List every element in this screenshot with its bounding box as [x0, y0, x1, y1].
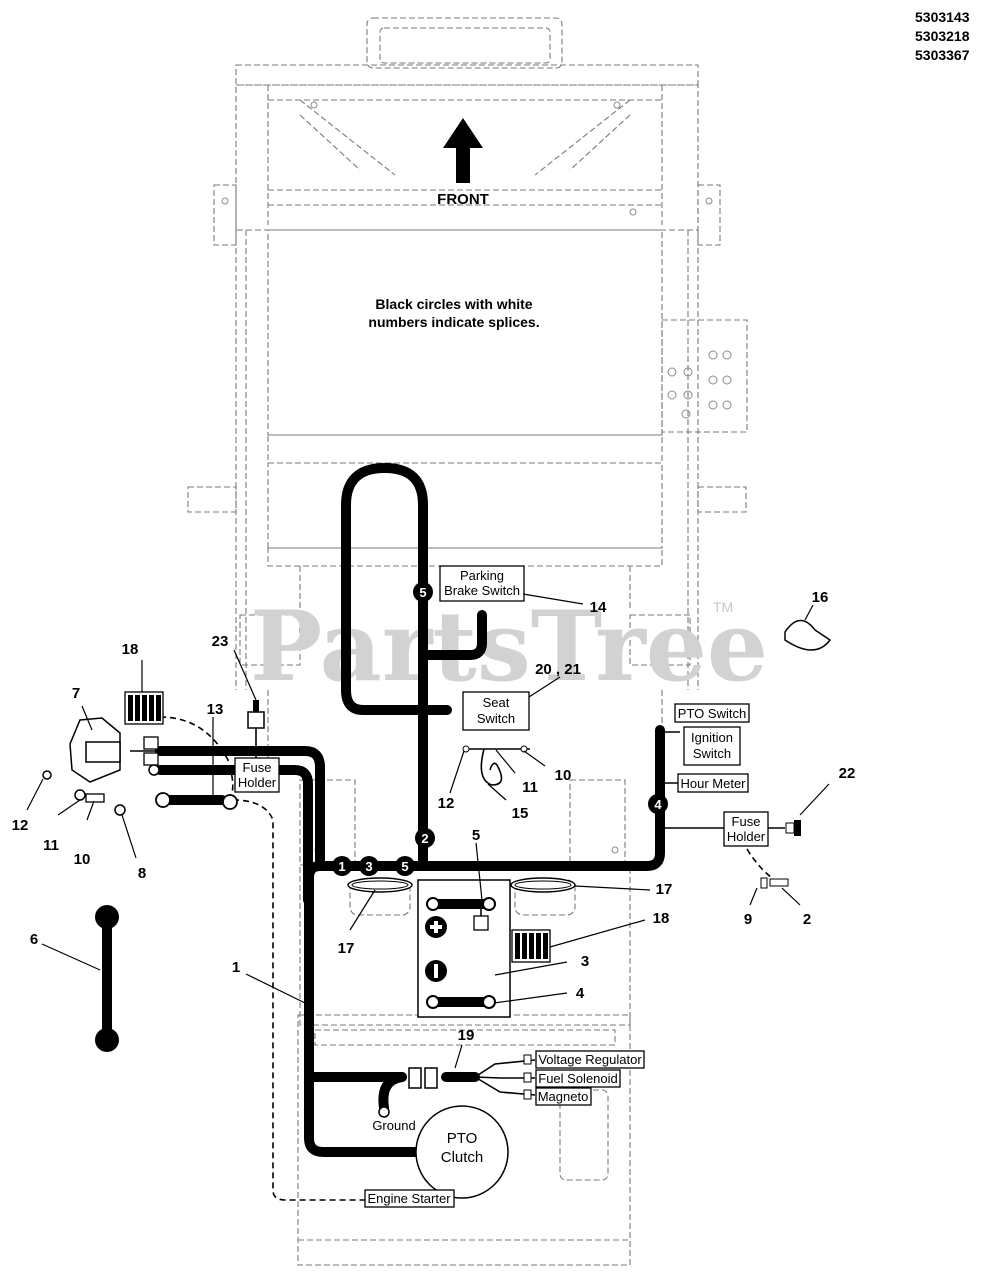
callout-12a: 12	[12, 817, 29, 834]
callout-8: 8	[138, 865, 146, 882]
callout-12b: 12	[438, 795, 455, 812]
watermark: PartsTree	[250, 590, 768, 703]
callout-18a: 18	[122, 641, 139, 658]
splice-1: 1	[332, 856, 352, 876]
parking-brake-switch-label: Parking Brake Switch	[439, 565, 525, 602]
svg-text:PTO Switch: PTO Switch	[678, 706, 746, 721]
svg-text:3: 3	[365, 859, 372, 874]
fuse-holder-left-label: Fuse Holder	[234, 757, 280, 793]
svg-text:Seat: Seat	[483, 695, 510, 710]
splice-4: 4	[648, 794, 668, 814]
splice-markers: 5 2 4 1 3 5	[332, 582, 668, 876]
fuse-holder-right-label: Fuse Holder	[723, 811, 769, 847]
svg-text:5: 5	[401, 859, 408, 874]
callout-22: 22	[839, 765, 856, 782]
svg-text:2: 2	[421, 831, 428, 846]
svg-text:Fuse: Fuse	[732, 814, 761, 829]
part-number-1: 5303143	[915, 9, 970, 25]
terminal-block-18a	[124, 691, 164, 725]
front-label: FRONT	[437, 191, 489, 208]
callout-2: 2	[803, 911, 811, 928]
part-number-2: 5303218	[915, 28, 970, 44]
splice-5-upper: 5	[413, 582, 433, 602]
svg-text:Holder: Holder	[727, 829, 766, 844]
callout-10b: 10	[555, 767, 572, 784]
callout-10a: 10	[74, 851, 91, 868]
fuel-solenoid-label: Fuel Solenoid	[535, 1069, 621, 1088]
callout-3: 3	[581, 953, 589, 970]
watermark-tm: TM	[713, 599, 733, 615]
callout-16: 16	[812, 589, 829, 606]
callout-6: 6	[30, 931, 38, 948]
cable-tie-icon	[784, 619, 832, 651]
terminal-block-18b	[511, 929, 551, 963]
svg-text:Switch: Switch	[693, 746, 731, 761]
svg-text:Switch: Switch	[477, 711, 515, 726]
front-arrow-icon	[443, 118, 483, 183]
splice-3: 3	[359, 856, 379, 876]
callout-9: 9	[744, 911, 752, 928]
magneto-label: Magneto	[535, 1087, 592, 1106]
svg-text:Hour Meter: Hour Meter	[680, 776, 746, 791]
pto-clutch-line-1: PTO	[447, 1130, 478, 1147]
callout-17b: 17	[338, 940, 355, 957]
part-number-3: 5303367	[915, 47, 970, 63]
callout-7: 7	[72, 685, 80, 702]
svg-text:4: 4	[654, 797, 662, 812]
ground-label: Ground	[372, 1118, 415, 1133]
callout-18b: 18	[653, 910, 670, 927]
note-line-2: numbers indicate splices.	[368, 314, 539, 330]
callout-15: 15	[512, 805, 529, 822]
splice-2: 2	[415, 828, 435, 848]
callout-1: 1	[232, 959, 240, 976]
engine-starter-label: Engine Starter	[364, 1189, 455, 1208]
callout-leaders	[26, 593, 830, 1069]
pto-clutch-line-2: Clutch	[441, 1149, 484, 1166]
svg-text:Fuse: Fuse	[243, 760, 272, 775]
callout-23: 23	[212, 633, 229, 650]
svg-text:1: 1	[338, 859, 345, 874]
pto-switch-label: PTO Switch	[674, 703, 750, 723]
callout-14: 14	[590, 599, 607, 616]
svg-text:Brake Switch: Brake Switch	[444, 583, 520, 598]
seat-switch-label: Seat Switch	[462, 691, 530, 731]
svg-text:Voltage Regulator: Voltage Regulator	[538, 1052, 642, 1067]
callout-20-21: 20 , 21	[535, 661, 581, 678]
svg-text:5: 5	[419, 585, 426, 600]
ignition-switch-label: Ignition Switch	[683, 726, 741, 766]
callout-13: 13	[207, 701, 224, 718]
svg-text:Parking: Parking	[460, 568, 504, 583]
callout-numbers: 14 16 20 , 21 18 23 7 13 12 11 10 8 6 1 …	[12, 589, 856, 1044]
voltage-regulator-label: Voltage Regulator	[535, 1050, 645, 1069]
svg-text:Fuel Solenoid: Fuel Solenoid	[538, 1071, 618, 1086]
svg-text:Engine Starter: Engine Starter	[367, 1191, 451, 1206]
mower-frame	[187, 17, 748, 1266]
note-line-1: Black circles with white	[375, 296, 532, 312]
svg-text:Holder: Holder	[238, 775, 277, 790]
callout-19: 19	[458, 1027, 475, 1044]
pto-clutch-circle	[415, 1105, 509, 1199]
svg-text:Magneto: Magneto	[538, 1089, 589, 1104]
callout-17a: 17	[656, 881, 673, 898]
connectors	[42, 619, 832, 1118]
callout-4: 4	[576, 985, 585, 1002]
hour-meter-label: Hour Meter	[677, 773, 749, 793]
svg-text:Ignition: Ignition	[691, 730, 733, 745]
callout-5: 5	[472, 827, 480, 844]
splice-5-lower: 5	[395, 856, 415, 876]
callout-11a: 11	[43, 837, 59, 854]
callout-11b: 11	[522, 779, 538, 796]
battery	[347, 877, 576, 1018]
wire-harness	[95, 463, 665, 1157]
